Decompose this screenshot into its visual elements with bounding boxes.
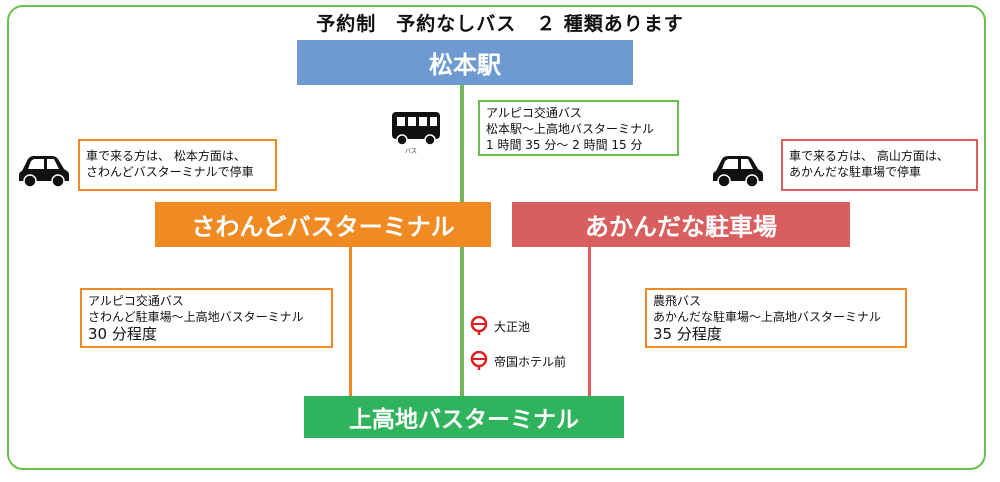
- bus-stop-taishoike: 大正池: [470, 316, 530, 336]
- station-akanda: あかんだな駐車場: [512, 202, 850, 247]
- info-line: 松本駅～上高地バスターミナル: [486, 122, 655, 136]
- route-line-akanda: [588, 247, 591, 396]
- info-line: 車で来る方は、 松本方面は、: [86, 149, 246, 163]
- car-icon: [713, 156, 763, 188]
- info-duration: 35 分程度: [653, 325, 722, 343]
- bus-stop-icon: [470, 316, 488, 335]
- bus-icon: [392, 112, 440, 146]
- info-line: あかんだな駐車場～上高地バスターミナル: [653, 310, 882, 324]
- info-line: 車で来る方は、 高山方面は、: [789, 149, 949, 163]
- info-box-car-left: 車で来る方は、 松本方面は、 さわんどバスターミナルで停車: [78, 139, 277, 191]
- diagram-frame: [7, 5, 986, 470]
- info-duration: 30 分程度: [88, 325, 157, 343]
- page-title: 予約制 予約なしバス ２ 種類あります: [316, 13, 684, 35]
- station-kamikochi: 上高地バスターミナル: [304, 396, 624, 438]
- info-box-alpico-main: アルピコ交通バス 松本駅～上高地バスターミナル 1 時間 35 分～ 2 時間 …: [478, 100, 679, 156]
- info-line: アルピコ交通バス: [88, 294, 184, 308]
- info-line: さわんどバスターミナルで停車: [86, 165, 254, 179]
- info-line: 農飛バス: [653, 294, 702, 308]
- info-line: さわんど駐車場～上高地バスターミナル: [88, 310, 304, 324]
- info-line: アルピコ交通バス: [486, 106, 582, 120]
- info-line: あかんだな駐車場で停車: [789, 165, 922, 179]
- bus-stop-icon: [470, 351, 488, 370]
- info-box-car-right: 車で来る方は、 高山方面は、 あかんだな駐車場で停車: [781, 139, 978, 191]
- car-icon: [19, 156, 69, 188]
- route-line-sawando: [349, 247, 352, 396]
- info-box-alpico-sawando: アルピコ交通バス さわんど駐車場～上高地バスターミナル 30 分程度: [80, 288, 333, 348]
- bus-stop-teikoku-hotel: 帝国ホテル前: [470, 351, 566, 371]
- station-matsumoto: 松本駅: [297, 40, 633, 85]
- info-box-nohi: 農飛バス あかんだな駐車場～上高地バスターミナル 35 分程度: [645, 288, 907, 348]
- info-line: 1 時間 35 分～ 2 時間 15 分: [486, 138, 643, 152]
- bus-icon-label: バス: [405, 148, 418, 155]
- bus-stop-label: 帝国ホテル前: [494, 354, 567, 369]
- station-sawando: さわんどバスターミナル: [155, 202, 491, 247]
- bus-stop-label: 大正池: [494, 319, 531, 334]
